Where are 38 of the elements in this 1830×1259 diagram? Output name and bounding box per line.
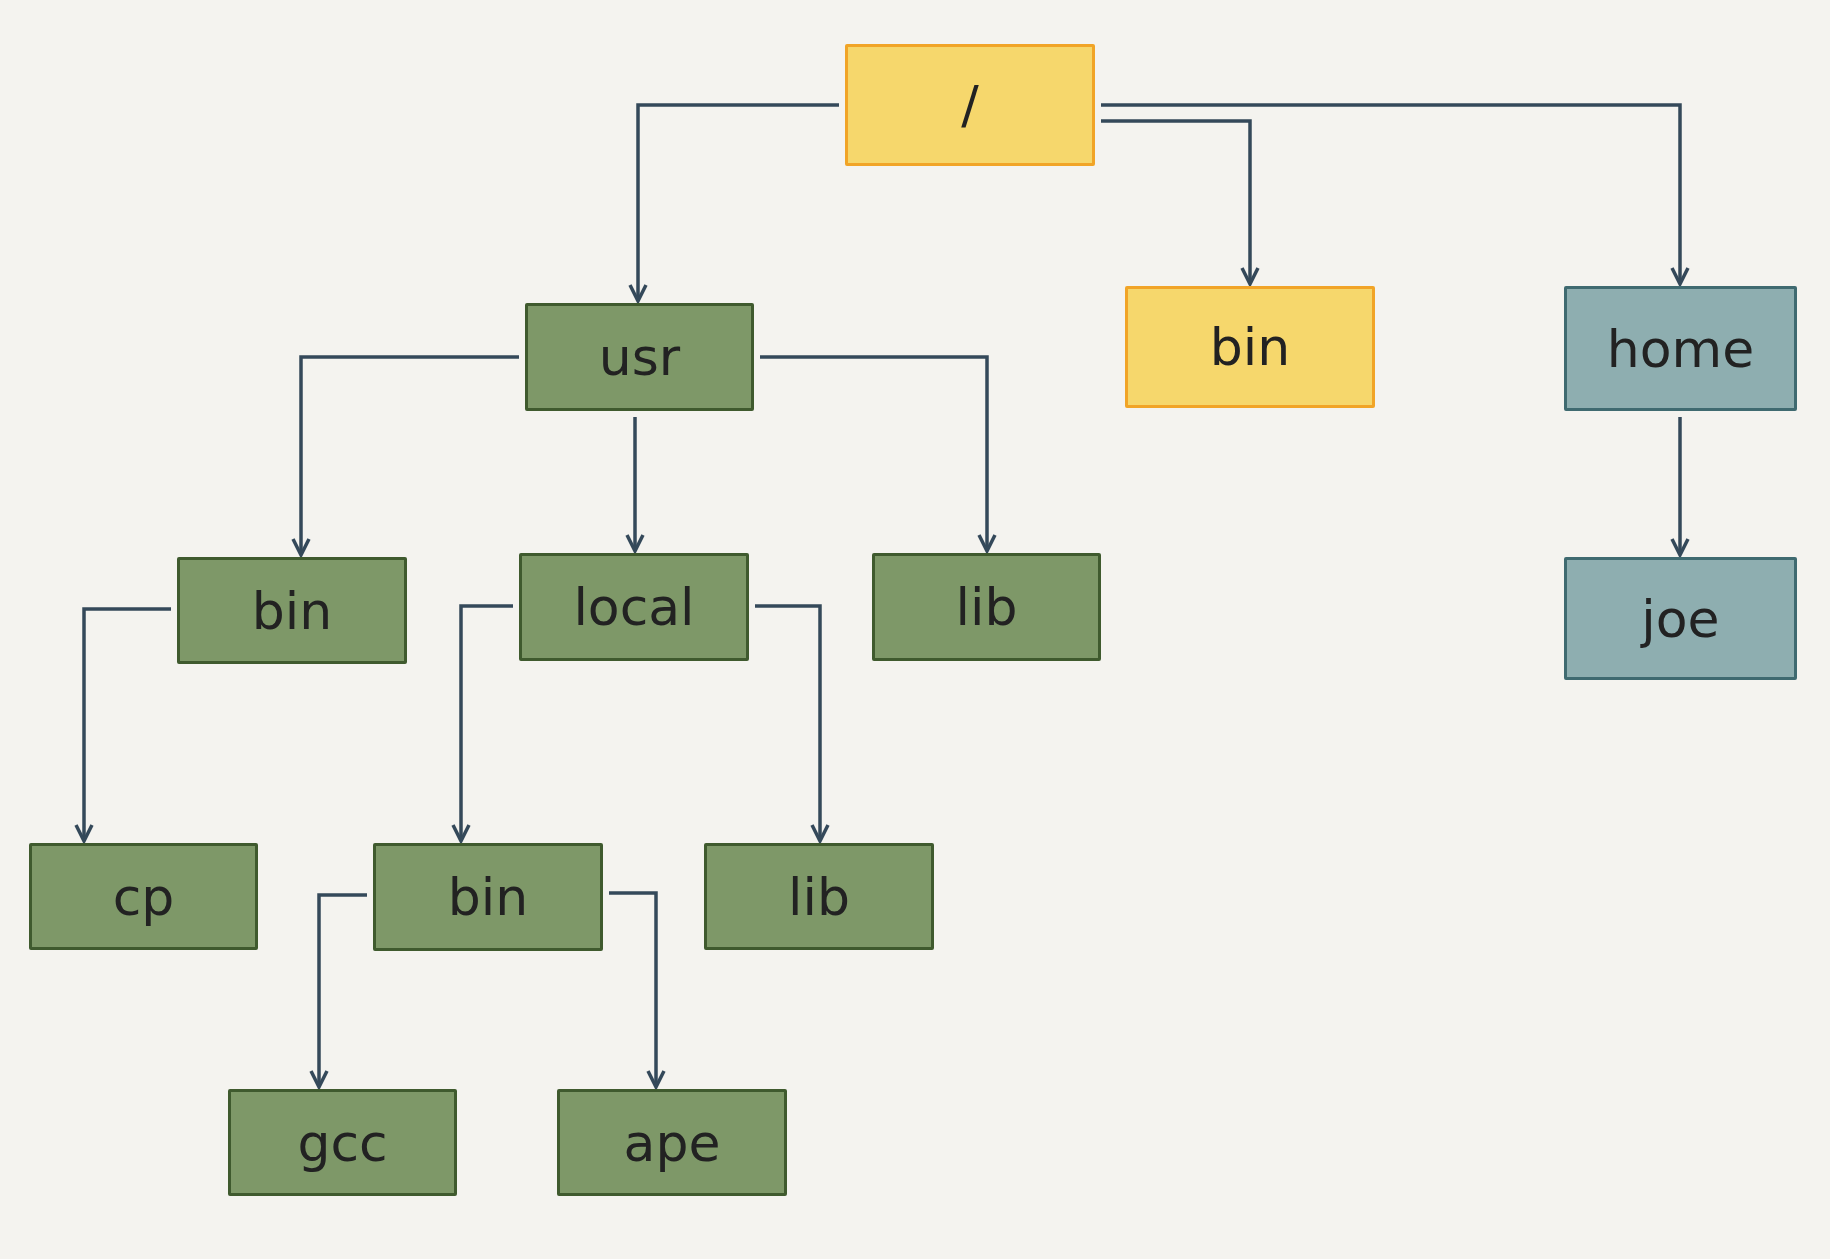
arrow (291, 355, 519, 557)
arrow (451, 604, 513, 843)
folder-box (373, 843, 603, 951)
folder-box (525, 303, 754, 411)
folder-name: cp (112, 866, 175, 927)
folder-box (519, 553, 749, 661)
arrow (1101, 103, 1690, 286)
folder-box (29, 843, 258, 950)
folder-name: ape (623, 1112, 721, 1173)
folder-box (872, 553, 1101, 661)
folder-name: lib (788, 866, 850, 927)
arrow (628, 103, 839, 303)
folder-box (1564, 286, 1797, 411)
folder-name: joe (1641, 588, 1720, 649)
folder-box (557, 1089, 787, 1196)
folder-box (228, 1089, 457, 1196)
arrow (74, 607, 171, 843)
folder-name: / (961, 75, 979, 135)
folder-name: bin (251, 580, 333, 641)
folder-box (177, 557, 407, 664)
folder-name: bin (1209, 317, 1291, 377)
arrow (625, 417, 645, 553)
folder-name: local (573, 577, 695, 637)
arrow (309, 893, 367, 1089)
folder-box (704, 843, 934, 950)
arrow (755, 604, 830, 843)
arrow (1670, 417, 1690, 557)
folder-box (1125, 286, 1375, 408)
folder-name: gcc (297, 1112, 388, 1173)
folder-box (845, 44, 1095, 166)
folder-name: lib (955, 577, 1018, 637)
folder-box (1564, 557, 1797, 680)
arrow (1101, 119, 1260, 286)
folder-name: bin (447, 867, 529, 927)
arrow (609, 891, 666, 1089)
folder-name: usr (598, 327, 681, 387)
arrow (760, 355, 997, 553)
folder-name: home (1606, 318, 1755, 379)
